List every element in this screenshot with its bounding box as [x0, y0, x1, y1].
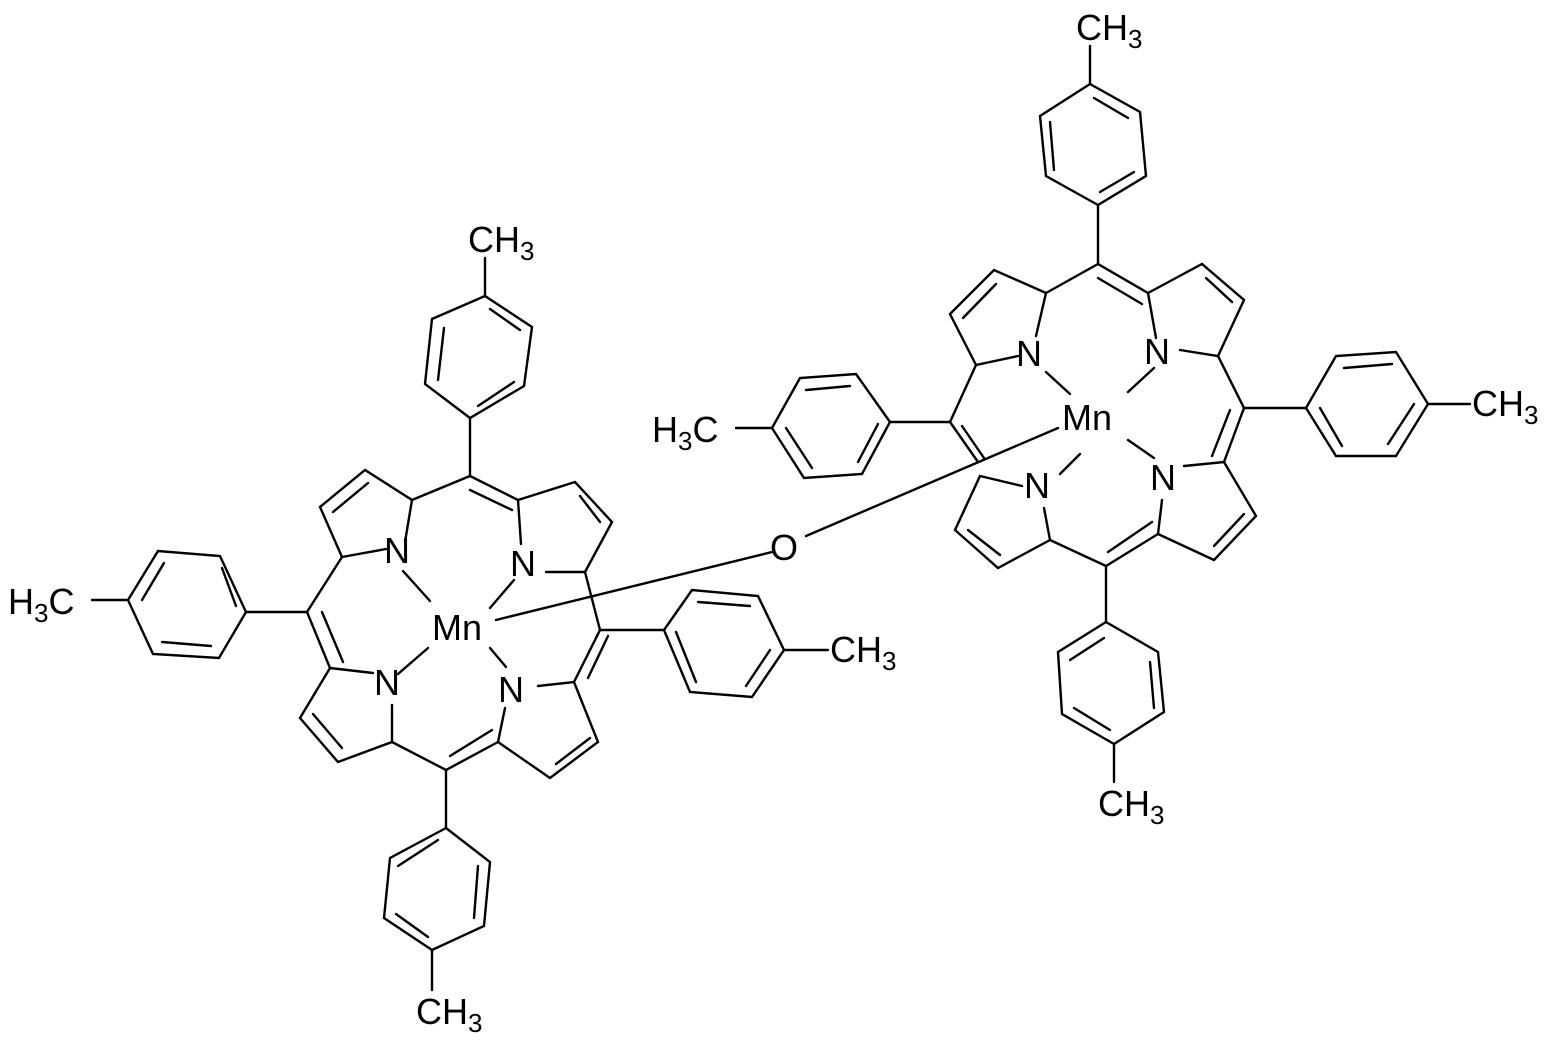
svg-text:CH3: CH3	[416, 991, 482, 1038]
left-nitrogen-a: N	[384, 530, 410, 571]
left-manganese: Mn	[432, 607, 482, 648]
left-nitrogen-c: N	[374, 662, 400, 703]
mn-o-bond-right	[804, 426, 1060, 538]
methyl-left-left: H3C	[8, 581, 74, 628]
left-right-tolyl-ring	[662, 588, 830, 699]
svg-text:CH3: CH3	[830, 629, 896, 676]
right-nitrogen-c: N	[1024, 465, 1050, 506]
methyl-left-right: CH3	[830, 629, 896, 676]
mn-o-bond-left	[494, 550, 774, 622]
right-left-tolyl-ring	[734, 372, 892, 480]
left-porphyrin-bonds	[244, 416, 666, 830]
methyl-left-bottom: CH3	[416, 991, 482, 1038]
left-nitrogen-b: N	[510, 543, 536, 584]
svg-text:CH3: CH3	[1472, 383, 1538, 430]
left-bottom-tolyl-ring	[382, 826, 492, 992]
svg-text:CH3: CH3	[468, 219, 534, 266]
left-top-tolyl-ring	[423, 256, 534, 420]
right-nitrogen-a: N	[1016, 333, 1042, 374]
right-manganese: Mn	[1062, 397, 1112, 438]
right-top-tolyl-ring	[1038, 44, 1148, 207]
svg-text:CH3: CH3	[1098, 783, 1164, 830]
methyl-right-top: CH3	[1076, 7, 1142, 54]
right-nitrogen-d: N	[1150, 457, 1176, 498]
right-bottom-tolyl-ring	[1056, 620, 1166, 784]
right-porphyrin-bonds	[888, 203, 1308, 624]
left-left-tolyl-ring	[90, 549, 248, 660]
methyl-right-bottom: CH3	[1098, 783, 1164, 830]
svg-text:H3C: H3C	[8, 581, 74, 628]
svg-text:H3C: H3C	[652, 409, 718, 456]
svg-text:CH3: CH3	[1076, 7, 1142, 54]
right-right-tolyl-ring	[1304, 350, 1472, 458]
bridging-oxygen: O	[770, 527, 798, 568]
methyl-left-top: CH3	[468, 219, 534, 266]
left-nitrogen-d: N	[498, 669, 524, 710]
methyl-right-right: CH3	[1472, 383, 1538, 430]
right-nitrogen-b: N	[1144, 331, 1170, 372]
methyl-right-left: H3C	[652, 409, 718, 456]
